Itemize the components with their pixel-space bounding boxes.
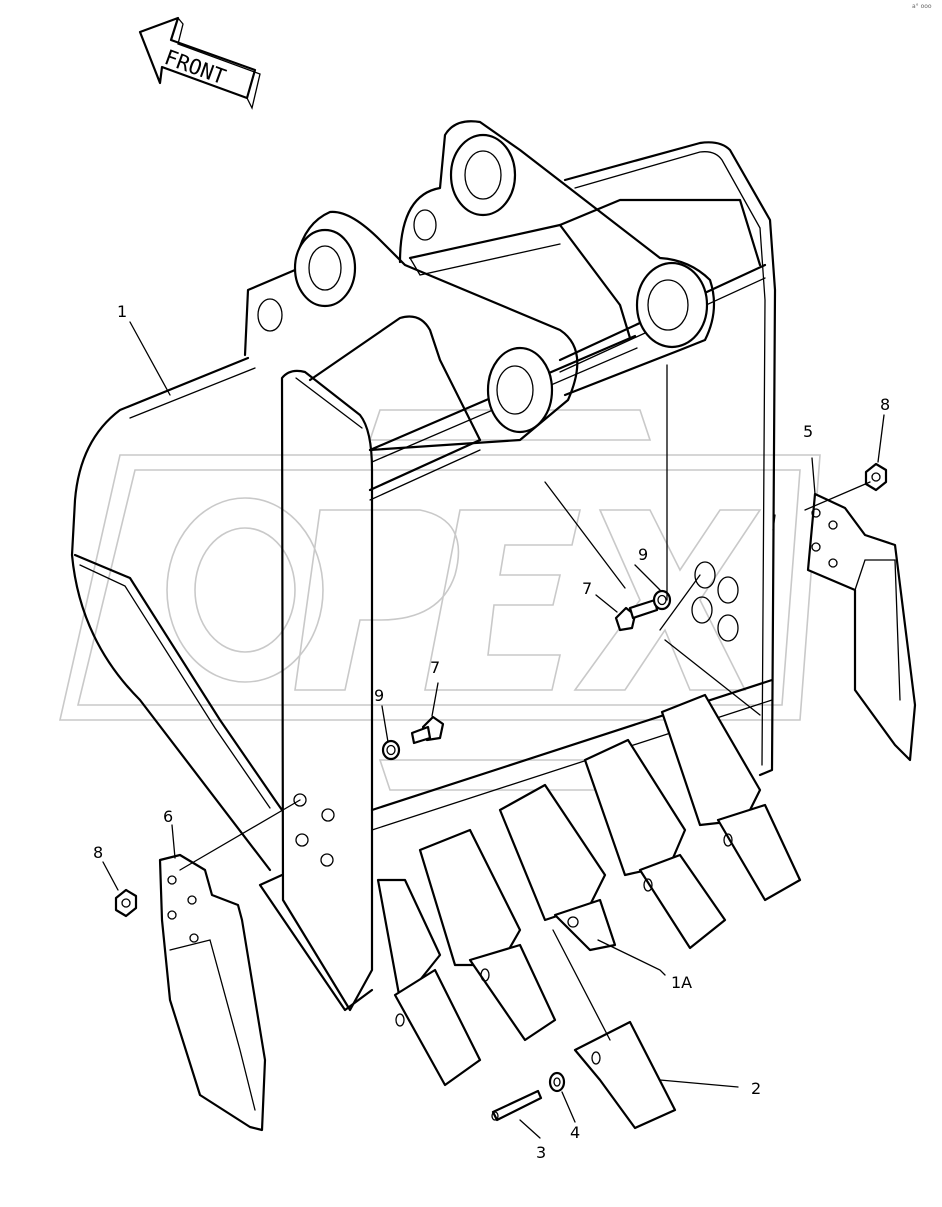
pin-boss-top-rear bbox=[449, 133, 517, 217]
loose-tooth-part-2 bbox=[573, 1020, 677, 1130]
bolt-part-7-left bbox=[410, 715, 445, 745]
tooth-1 bbox=[376, 878, 482, 1087]
pin-boss-top-front bbox=[293, 228, 357, 308]
pin-boss-bottom-front bbox=[486, 346, 554, 434]
teeth-row bbox=[376, 693, 802, 1087]
pin-part-3 bbox=[491, 1089, 543, 1122]
nut-part-8-left bbox=[114, 888, 138, 918]
leader-lines bbox=[102, 321, 885, 1139]
callout-6: 6 bbox=[163, 807, 173, 826]
washer-part-9-left bbox=[381, 739, 401, 761]
callout-8-right: 8 bbox=[880, 395, 890, 414]
tooth-5 bbox=[660, 693, 802, 902]
washer-part-4 bbox=[548, 1071, 566, 1093]
callout-1: 1 bbox=[117, 302, 127, 321]
tooth-2 bbox=[418, 828, 557, 1042]
front-direction-marker: FRONT bbox=[138, 16, 261, 110]
callout-1A: 1A bbox=[671, 973, 692, 992]
opex-watermark bbox=[58, 409, 821, 791]
callout-8-left: 8 bbox=[93, 843, 103, 862]
tooth-4 bbox=[583, 738, 727, 950]
pin-boss-bottom-rear bbox=[635, 261, 709, 349]
arrow-left-icon bbox=[138, 16, 261, 110]
callout-7-right: 7 bbox=[582, 579, 592, 598]
callout-7-left: 7 bbox=[430, 658, 440, 677]
tooth-3 bbox=[498, 783, 617, 952]
front-label: FRONT bbox=[161, 45, 229, 89]
washer-part-9-right bbox=[652, 589, 672, 611]
callout-2: 2 bbox=[751, 1079, 761, 1098]
nut-part-8-right bbox=[864, 462, 888, 492]
side-cutter-part-6 bbox=[158, 853, 267, 1132]
callout-9-right: 9 bbox=[638, 545, 648, 564]
side-cutter-part-5 bbox=[806, 492, 917, 762]
bucket-body bbox=[70, 120, 777, 1012]
bolt-part-7-right bbox=[614, 598, 659, 632]
callout-labels: 1 1A 2 3 4 5 6 7 7 8 8 9 9 bbox=[93, 302, 890, 1162]
callout-9-left: 9 bbox=[374, 686, 384, 705]
corner-mark: a° ooo bbox=[912, 3, 932, 10]
callout-3: 3 bbox=[536, 1143, 546, 1162]
callout-5: 5 bbox=[803, 422, 813, 441]
callout-4: 4 bbox=[570, 1123, 580, 1142]
